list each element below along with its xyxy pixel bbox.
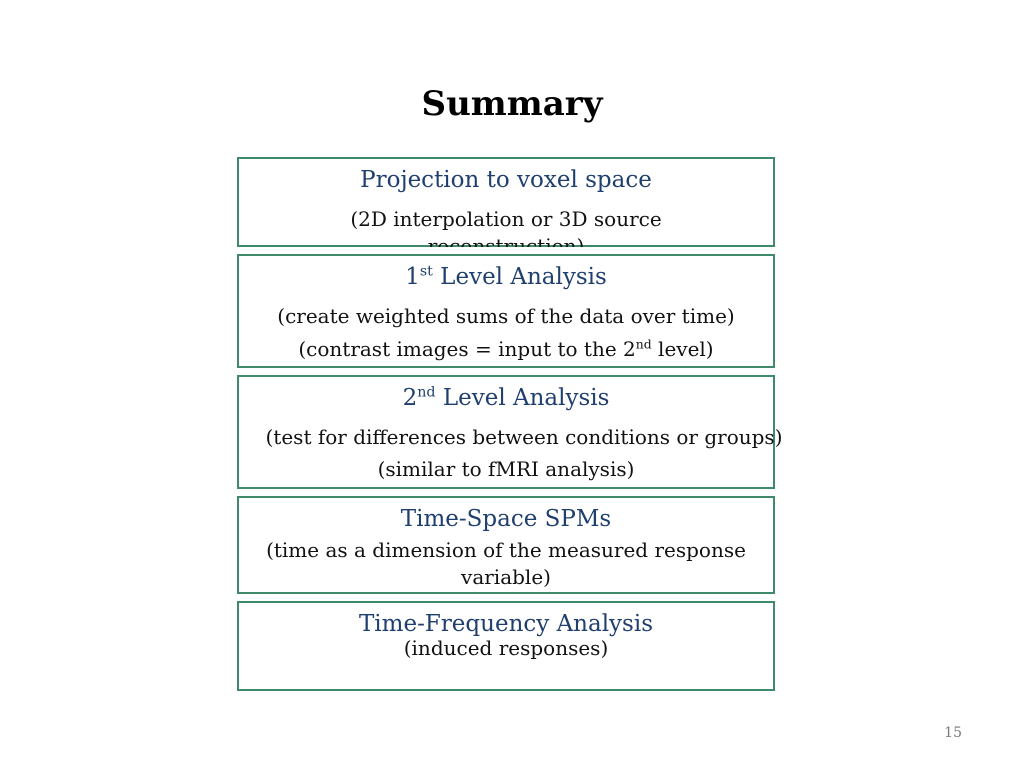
page-number: 15 bbox=[944, 725, 962, 741]
slide-title: Summary bbox=[421, 84, 603, 124]
heading-superscript: st bbox=[419, 263, 433, 280]
heading-suffix: Level Analysis bbox=[432, 264, 607, 290]
heading-prefix: 1 bbox=[405, 264, 420, 290]
box-text-line: (similar to fMRI analysis) bbox=[377, 457, 635, 481]
box-text-line: (2D interpolation or 3D source bbox=[350, 207, 662, 231]
heading-prefix: 2 bbox=[402, 385, 418, 411]
summary-box-time-space: Time-Space SPMs (time as a dimension of … bbox=[237, 496, 775, 594]
summary-box-time-frequency: Time-Frequency Analysis (induced respons… bbox=[237, 601, 775, 691]
text-prefix: (contrast images = input to the 2 bbox=[298, 337, 636, 361]
box-text-line: variable) bbox=[461, 565, 551, 589]
text-suffix: level) bbox=[651, 337, 714, 361]
summary-box-second-level: 2nd Level Analysis (test for differences… bbox=[237, 375, 783, 489]
box-text-line: (create weighted sums of the data over t… bbox=[277, 304, 735, 328]
box-heading: 1st Level Analysis bbox=[239, 264, 773, 290]
box-heading: Projection to voxel space bbox=[360, 167, 652, 193]
box-text-line: (time as a dimension of the measured res… bbox=[266, 538, 746, 562]
text-superscript: nd bbox=[635, 336, 652, 352]
heading-suffix: Level Analysis bbox=[435, 385, 610, 411]
heading-superscript: nd bbox=[417, 384, 436, 401]
box-text-line: (induced responses) bbox=[403, 636, 609, 660]
box-heading: 2nd Level Analysis bbox=[239, 385, 773, 411]
box-text-line: reconstruction) bbox=[427, 234, 585, 247]
summary-box-projection: Projection to voxel space (2D interpolat… bbox=[237, 157, 775, 247]
box-heading: Time-Frequency Analysis bbox=[358, 611, 654, 637]
box-text-line: (contrast images = input to the 2nd leve… bbox=[239, 337, 773, 361]
box-heading: Time-Space SPMs bbox=[400, 506, 612, 532]
summary-box-first-level: 1st Level Analysis (create weighted sums… bbox=[237, 254, 775, 368]
box-text-line: (test for differences between conditions… bbox=[265, 425, 783, 449]
